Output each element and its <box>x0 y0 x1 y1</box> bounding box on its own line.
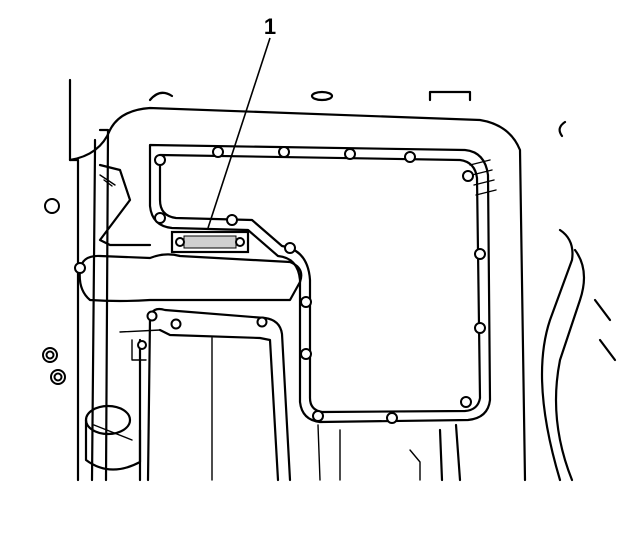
marked-component <box>170 230 250 254</box>
engine-block-outline <box>68 78 567 482</box>
callout-1: 1 <box>207 14 276 229</box>
left-bracket <box>42 163 152 385</box>
lower-pan <box>119 307 292 482</box>
right-housing <box>317 228 617 482</box>
oil-pan-gasket <box>148 143 497 424</box>
oil-filter <box>84 404 142 471</box>
callout-label: 1 <box>264 14 276 39</box>
gasket-bolts <box>154 146 486 424</box>
oil-tube <box>74 253 303 303</box>
